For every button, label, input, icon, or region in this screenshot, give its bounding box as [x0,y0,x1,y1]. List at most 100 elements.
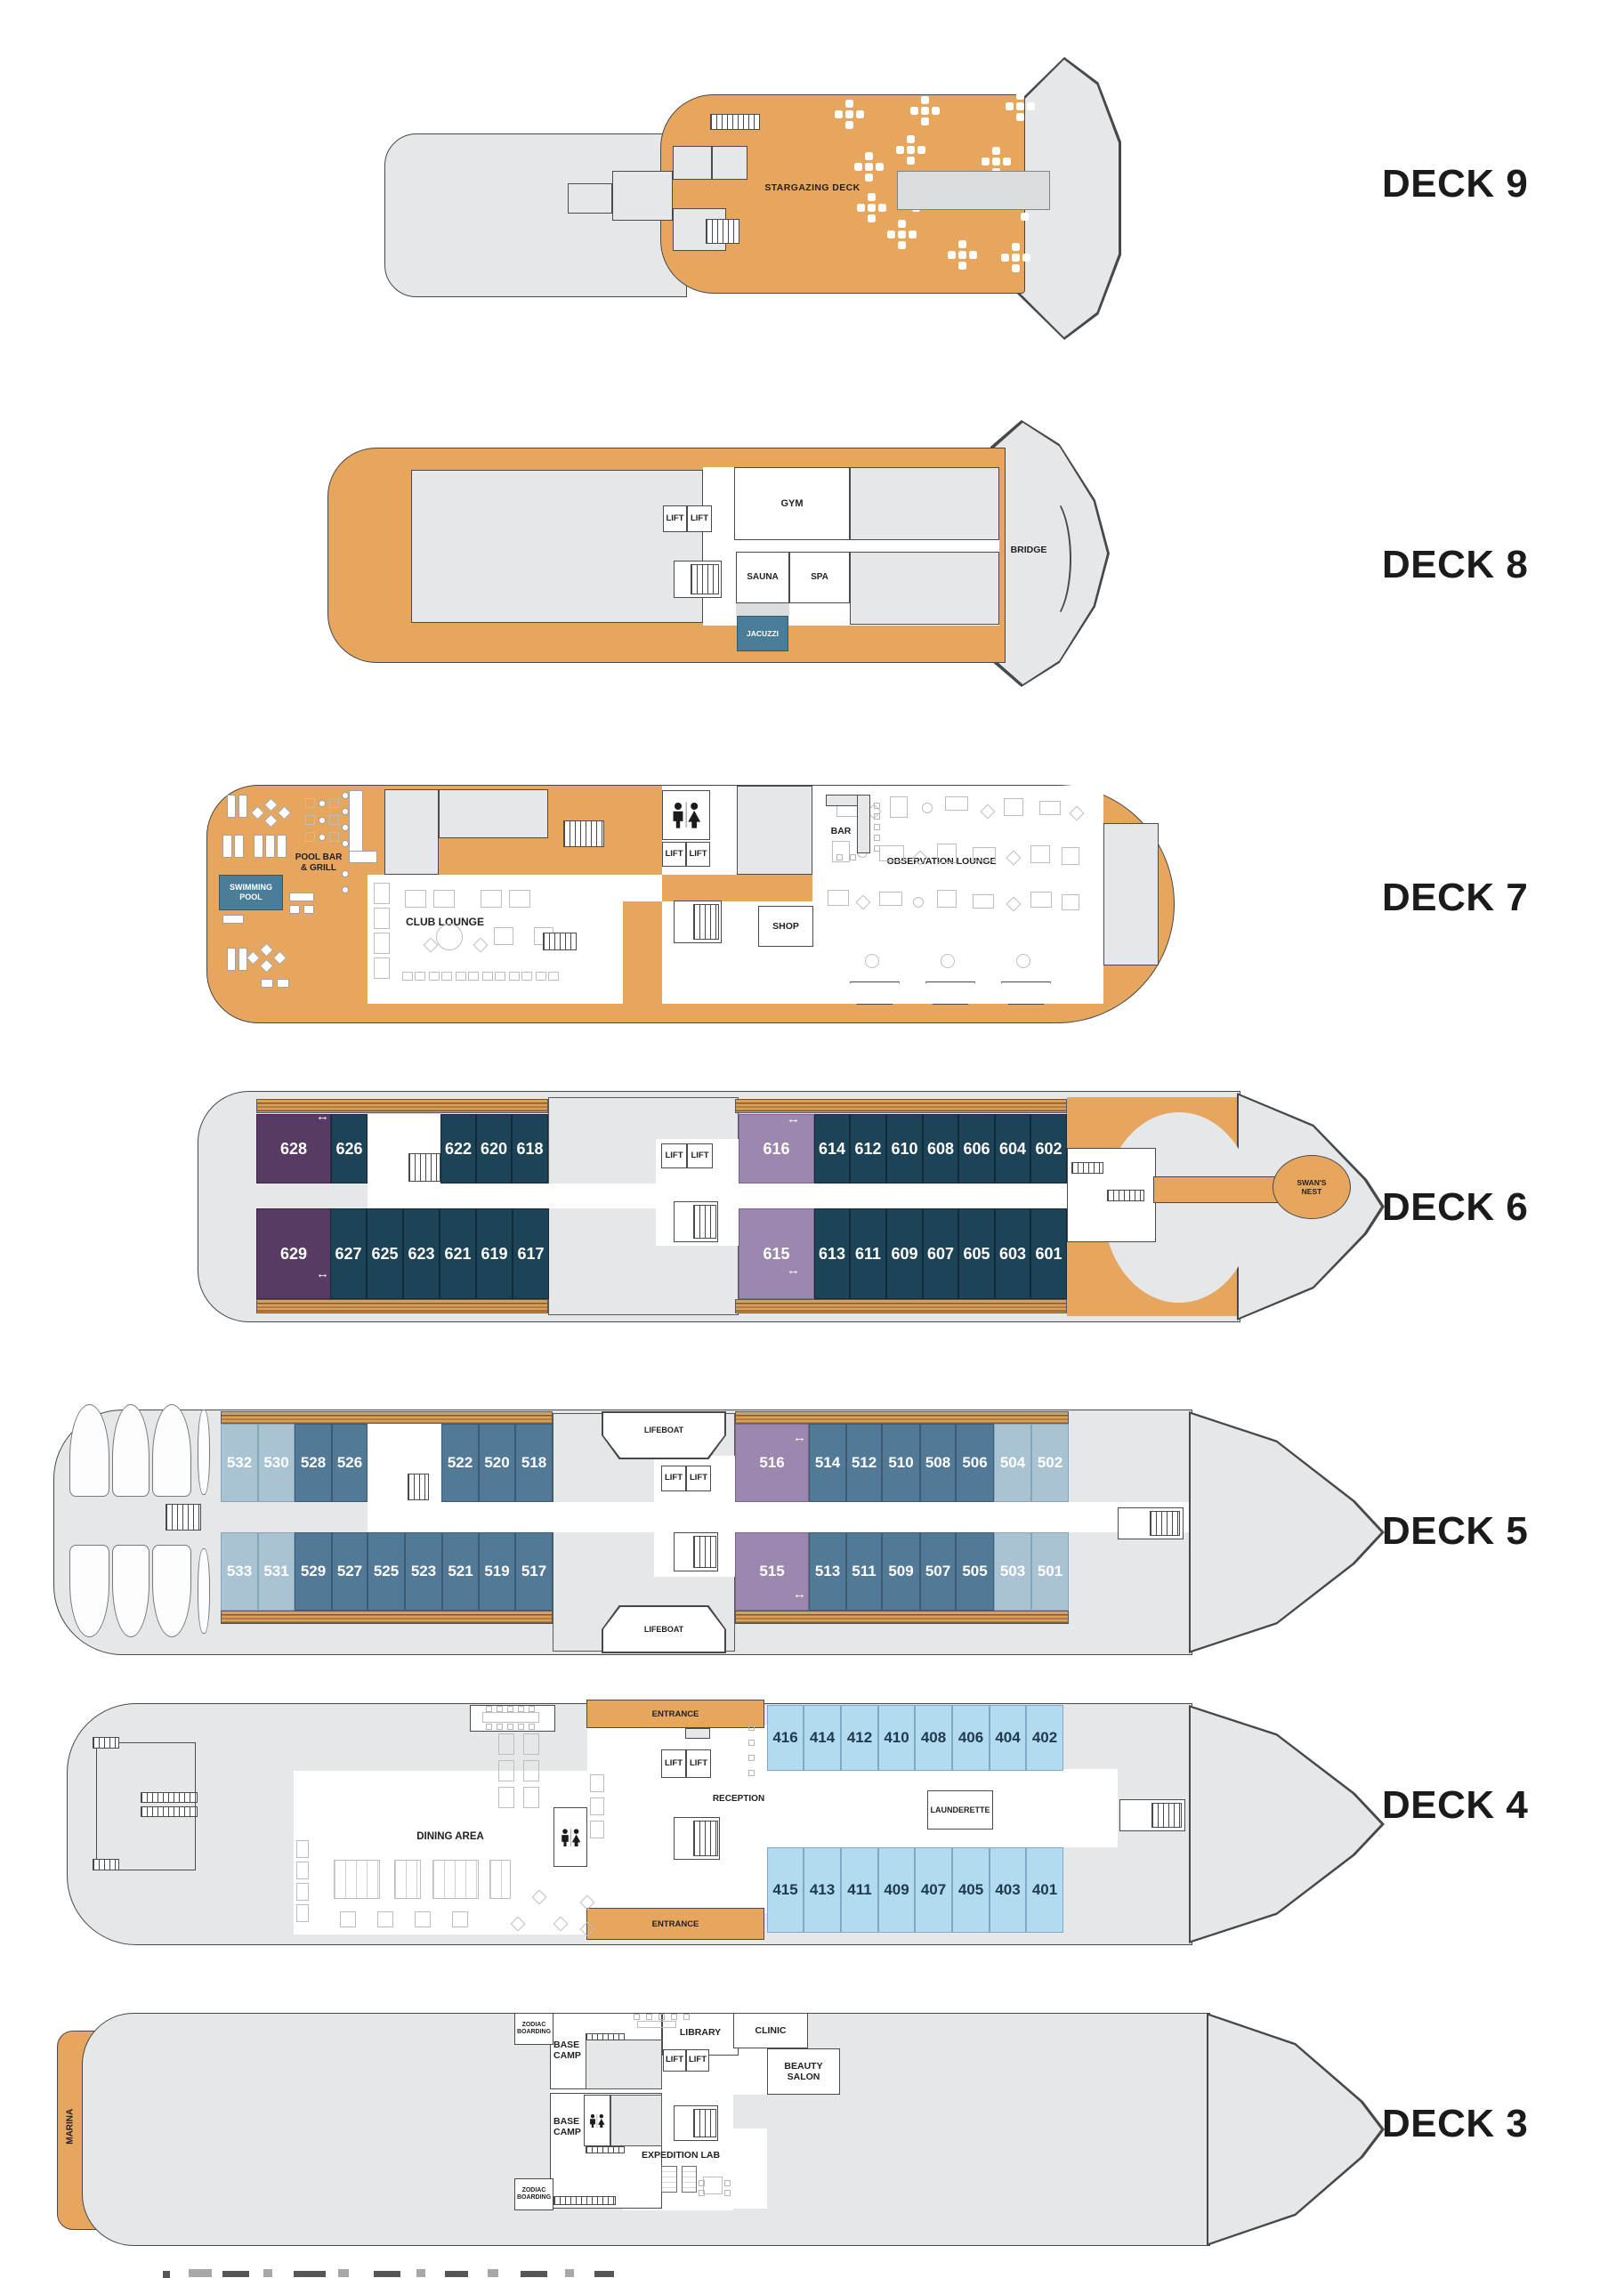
stairs-icon [710,114,760,130]
cabin-625: 625 [367,1208,403,1299]
chair [748,1755,755,1761]
cabin-527: 527 [332,1532,368,1611]
cabin-507: 507 [920,1532,956,1611]
lounger [277,979,289,988]
door-arrow-icon: ↔ [787,1263,800,1278]
deck5-stair-bay [368,1424,441,1502]
lift-d4-2: LIFT [686,1749,711,1778]
furniture-outline [452,1911,468,1927]
cropped-fragment [189,2269,212,2277]
swans-nest-walkway [1153,1176,1285,1203]
furniture-outline [296,1883,309,1901]
cabin-519: 519 [479,1532,515,1611]
stairs-icon [408,1153,440,1182]
furniture-outline [482,972,493,981]
lift-d8-2: LIFT [687,505,712,532]
table-round [1016,954,1030,968]
cabin-629: 629 [256,1208,331,1299]
clinic-room: CLINIC [733,2013,808,2048]
bridge-console [1025,495,1071,623]
swans-nest: SWAN'S NEST [1273,1155,1351,1219]
stairs-icon [93,1859,119,1870]
stairs-icon [693,904,719,940]
cabin-525: 525 [368,1532,405,1611]
stairs-icon [408,1474,429,1500]
cabin-508: 508 [920,1424,956,1502]
seating-cluster [868,204,876,212]
structure-box [673,146,712,180]
cropped-fragment [294,2271,326,2277]
chair [507,1706,513,1712]
seating-cluster [1012,254,1020,262]
lounger [303,905,314,914]
chair [529,1724,535,1730]
cabin-622: 622 [440,1114,476,1183]
furniture-outline [1062,847,1079,865]
table-round [941,954,955,968]
cropped-fragment [565,2269,574,2277]
lounger [277,835,287,858]
cropped-fragment [416,2269,425,2277]
chair [874,835,880,841]
base-camp-bottom-store [610,2095,662,2146]
cabin-609: 609 [886,1208,923,1299]
cropped-fragment [445,2271,468,2277]
furniture-outline [521,972,532,981]
lab-bench [661,2166,677,2193]
stool [342,886,349,893]
door-arrow-icon: ↔ [316,1266,329,1281]
furniture-outline [296,1904,309,1922]
zodiac-boarding-bottom: ZODIAC BOARDING [514,2178,553,2210]
seating-cluster [865,163,873,171]
deck-5-label: DECK 5 [1382,1509,1529,1553]
deck7-structure-c [737,786,812,875]
cabin-628: 628 [256,1114,331,1183]
bar-label: BAR [830,826,852,836]
cabin-506: 506 [956,1424,994,1502]
furniture-outline [305,832,315,842]
cabin-410: 410 [878,1705,915,1771]
lift-d6-1: LIFT [661,1143,687,1168]
stairs-icon [1107,1190,1144,1201]
furniture-outline [374,933,390,954]
pool-bar-grill-label: POOL BAR & GRILL [295,852,343,873]
lift-d8-1: LIFT [663,505,687,532]
stairs-icon [691,564,719,594]
balcony-strip [735,1099,1067,1113]
chair [634,2014,640,2020]
cabin-611: 611 [850,1208,886,1299]
deck-8-label: DECK 8 [1382,543,1529,586]
furniture-outline [1030,892,1052,908]
lifeboat-bay-top [603,1413,724,1458]
seating-cluster [907,146,915,154]
stairs-icon [693,2109,716,2137]
cabin-522: 522 [441,1424,479,1502]
table-round [913,897,924,908]
balcony-strip [735,1611,1069,1624]
lounger [227,948,236,971]
stairs-icon [93,1737,119,1749]
furniture-outline [498,1760,514,1781]
cabin-533: 533 [221,1532,258,1611]
cabin-407: 407 [915,1847,952,1933]
cabin-602: 602 [1030,1114,1067,1183]
furniture-outline [536,972,546,981]
furniture-outline [481,890,502,908]
furniture-outline [340,1911,356,1927]
cabin-509: 509 [882,1532,920,1611]
cabin-614: 614 [814,1114,850,1183]
zodiac-boat [152,1404,191,1497]
furniture-outline [548,972,559,981]
chair [529,1706,535,1712]
chair [748,1725,755,1731]
cabin-401: 401 [1026,1847,1063,1933]
lounger [289,905,300,914]
lift-d5-1: LIFT [661,1466,686,1491]
cabin-627: 627 [330,1208,367,1299]
cabin-530: 530 [258,1424,295,1502]
cabin-526: 526 [332,1424,368,1502]
lifeboat-label-top: LIFEBOAT [643,1426,684,1434]
cabin-529: 529 [295,1532,332,1611]
lift-d7-1: LIFT [662,842,686,867]
